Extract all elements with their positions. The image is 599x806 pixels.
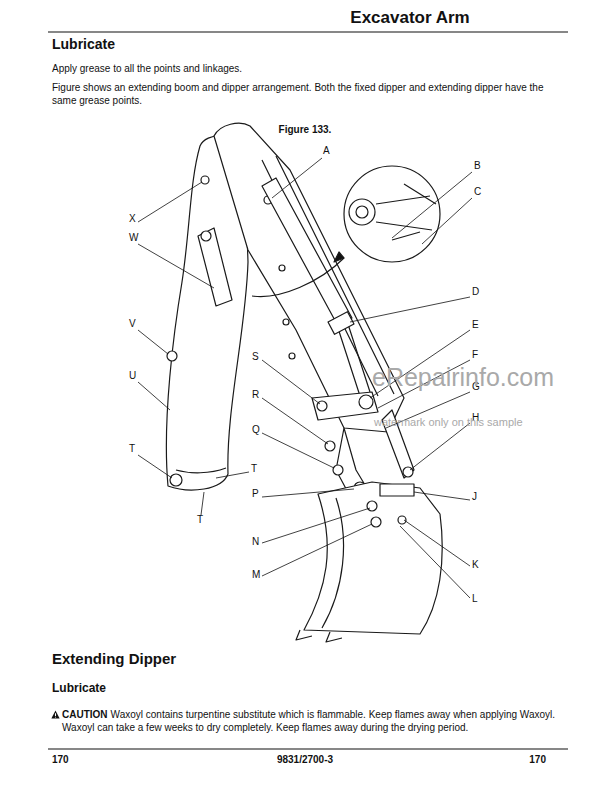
callout-letter: V: [128, 319, 137, 329]
callout-letter: A: [322, 146, 331, 156]
dipper-hole: [279, 265, 285, 271]
title-rule: [48, 31, 568, 32]
callout-letter: D: [471, 287, 480, 297]
dipper-hole: [283, 319, 289, 325]
leader-line: [262, 433, 334, 468]
subsection-heading: Lubricate: [52, 681, 106, 696]
detail-inset: [344, 166, 440, 262]
leader-line: [216, 472, 249, 478]
ram-gland: [328, 312, 354, 335]
callout-letter: X: [128, 214, 137, 224]
callout-letter: B: [473, 161, 482, 171]
callout-letter: R: [251, 390, 260, 400]
bucket: [304, 482, 442, 634]
grease-point: [367, 501, 377, 511]
leader-line: [400, 526, 470, 598]
leader-line: [404, 520, 470, 566]
callout-letter: N: [251, 537, 260, 547]
figure-caption: Figure 133.: [240, 124, 370, 137]
section-heading: Extending Dipper: [52, 650, 176, 669]
callout-letter: T: [128, 444, 136, 454]
page-number: 170: [52, 754, 69, 767]
leader-line: [422, 198, 472, 244]
grease-point: [398, 516, 406, 524]
callout-letter: M: [251, 570, 261, 580]
leader-line: [262, 360, 320, 404]
page-title: Excavator Arm: [260, 7, 560, 28]
caution-word: CAUTION: [62, 709, 108, 720]
inset-pointer: [252, 258, 344, 297]
inset-nipple: [356, 206, 368, 218]
boom-foot-edge: [176, 468, 226, 473]
callout-letter: F: [471, 350, 479, 360]
leader-line: [410, 423, 470, 470]
callout-letter: T: [196, 515, 204, 525]
leader-line: [138, 244, 214, 288]
boom-foot-pin: [170, 474, 182, 486]
leader-line: [262, 524, 372, 576]
bucket-teeth: [296, 630, 342, 642]
grease-point: [371, 517, 381, 527]
watermark: eRepairinfo.com: [372, 362, 554, 393]
leader-line: [138, 182, 202, 222]
callout-letter: P: [251, 489, 260, 499]
inset-pin: [349, 199, 375, 225]
warning-triangle: [51, 710, 60, 719]
callout-letter: U: [128, 371, 137, 381]
leader-line: [262, 398, 328, 444]
callout-letter: J: [471, 492, 478, 502]
leader-line: [262, 489, 354, 497]
callout-letter: K: [471, 560, 480, 570]
boom-side-pin: [167, 351, 177, 361]
page-number: 170: [480, 754, 546, 767]
callout-letter: T: [250, 464, 258, 474]
footer-rule: [48, 748, 568, 749]
callout-letter: C: [473, 187, 482, 197]
leader-line: [138, 330, 168, 354]
boom-ram-pin: [201, 231, 211, 241]
leader-line: [138, 382, 170, 410]
caution-text: Waxoyl contains turpentine substitute wh…: [62, 709, 555, 733]
callout-letter: E: [471, 320, 480, 330]
watermark: watermark only on this sample: [374, 416, 523, 430]
leader-line: [138, 455, 172, 478]
leader-line: [414, 492, 470, 500]
boom-ram: [198, 228, 232, 306]
callout-letter: Q: [251, 425, 261, 435]
dipper-hole: [289, 353, 295, 359]
grease-point: [333, 465, 343, 475]
caution-paragraph: CAUTIONWaxoyl contains turpentine substi…: [51, 709, 556, 734]
leader-line: [272, 158, 322, 198]
callout-letter: W: [128, 233, 139, 243]
body-text: Figure shows an extending boom and dippe…: [52, 82, 567, 107]
leader-line: [201, 492, 204, 515]
section-heading: Lubricate: [52, 36, 115, 54]
boom-top-pin: [201, 176, 209, 184]
bucket-ram: [262, 178, 352, 326]
tipping-link: [312, 392, 378, 420]
leader-line: [350, 297, 470, 322]
leader-line: [262, 508, 370, 543]
callout-letter: S: [251, 352, 260, 362]
inset-detail: [376, 184, 436, 240]
callout-letter: L: [471, 594, 479, 604]
inset-pointer-head: [334, 252, 344, 262]
document-number: 9831/2700-3: [240, 754, 370, 767]
bucket-bracket: [380, 484, 414, 496]
leader-line: [392, 172, 472, 238]
body-text: Apply grease to all the points and linka…: [52, 63, 567, 76]
